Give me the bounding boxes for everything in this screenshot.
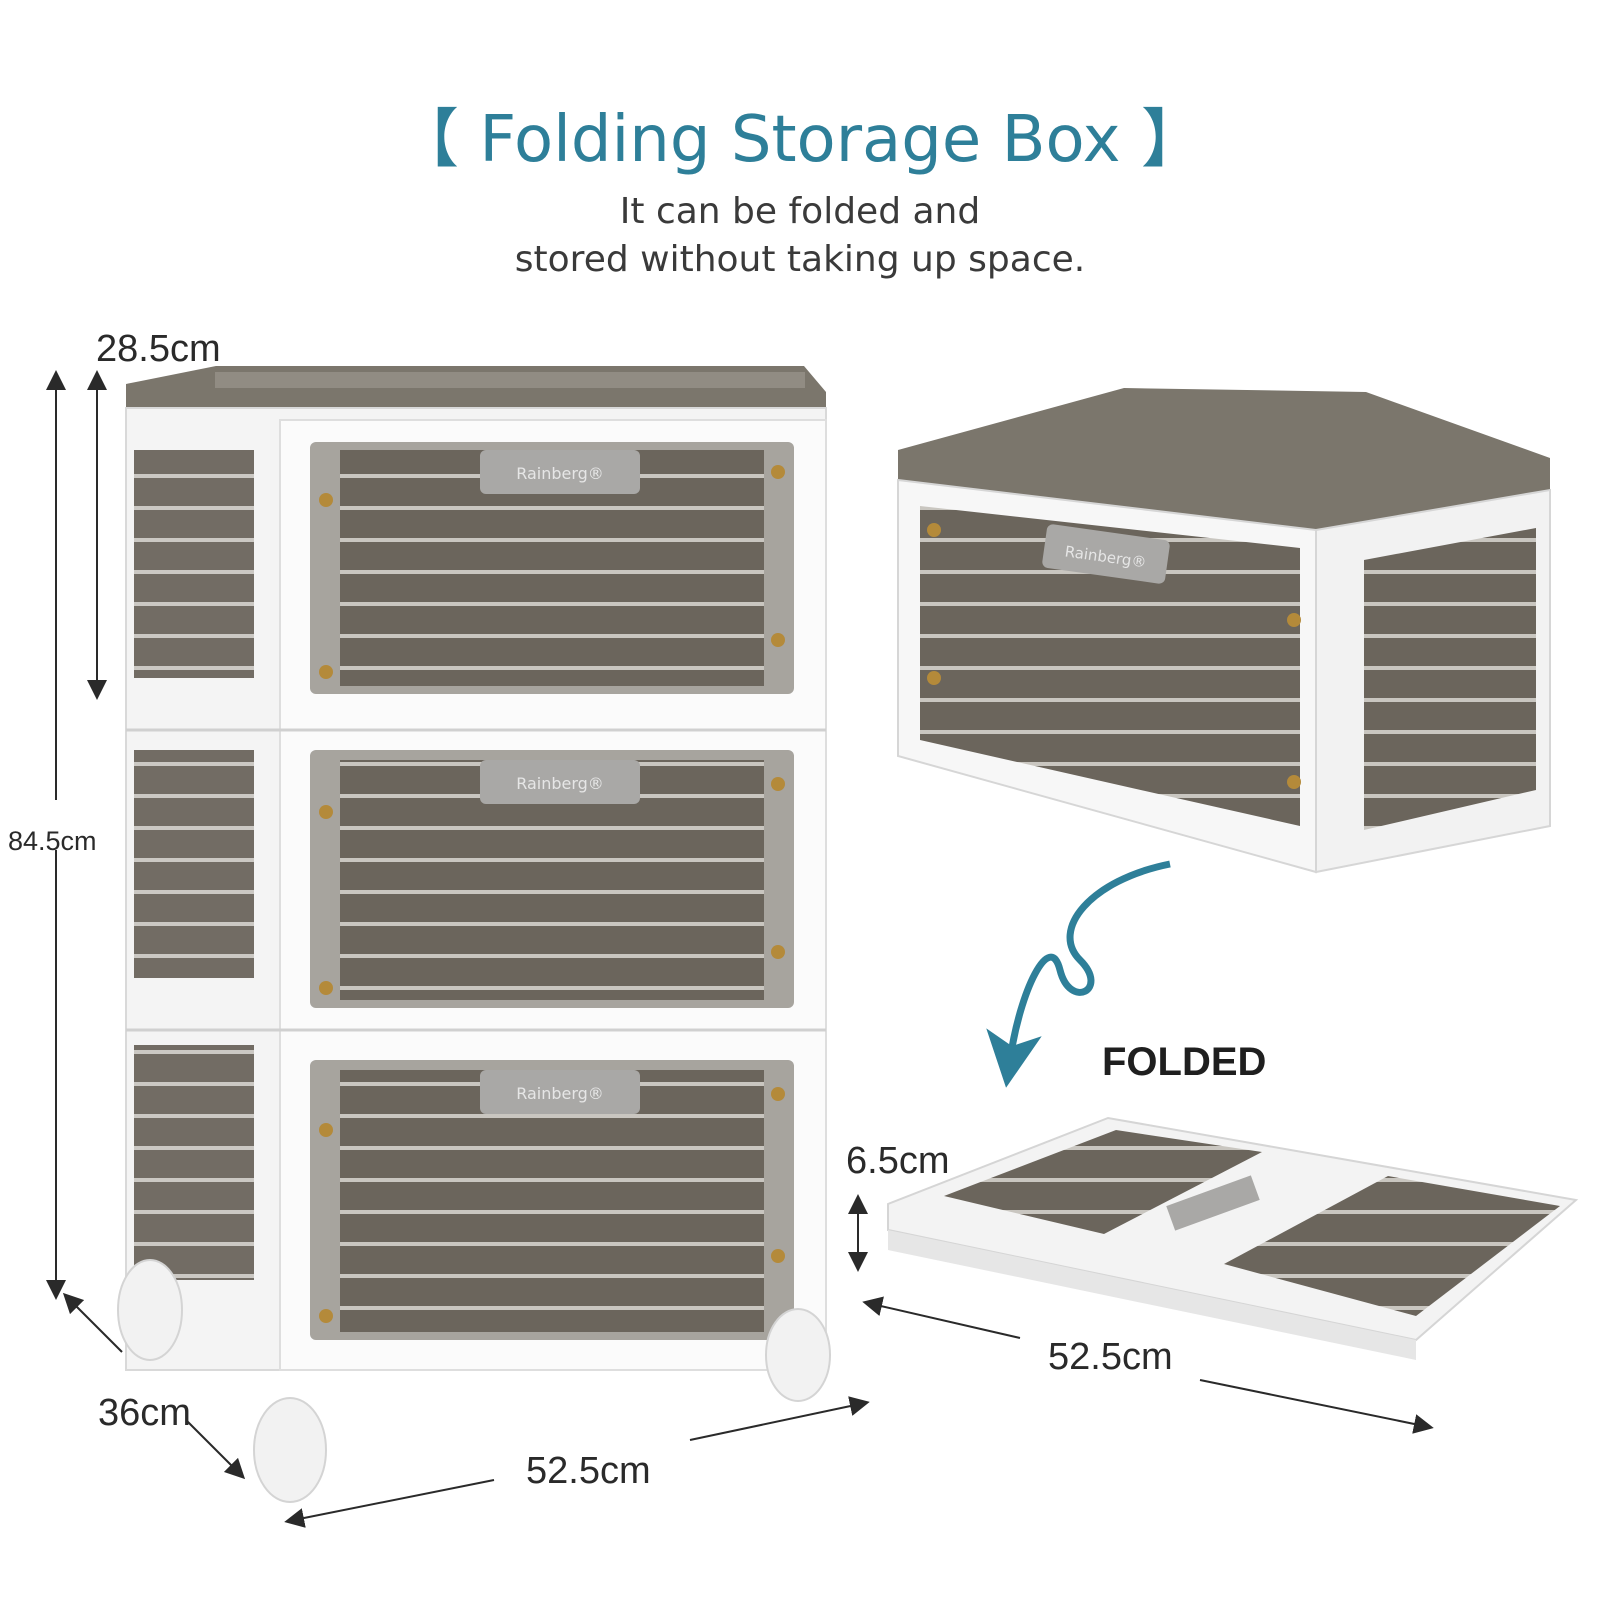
fold-arrow-icon [986,860,1171,1088]
dim-top-depth: 28.5cm [96,328,221,370]
single-box-lid [898,388,1550,530]
dim-folded-width: 52.5cm [1048,1336,1173,1378]
dimension-lines-folded [848,1194,1434,1434]
single-storage-box: Rainberg® [897,388,1551,874]
stacked-storage-tower: Rainberg® Rainberg® Rainberg® [117,366,831,1503]
dim-stack-height: 84.5cm [8,826,97,856]
page-title: 【 Folding Storage Box 】 [395,103,1205,177]
dim-stack-width: 52.5cm [526,1450,651,1492]
drawer-door-bottom: Rainberg® [310,1060,794,1340]
subtitle-line-2: stored without taking up space. [514,239,1086,280]
drawer-door-top: Rainberg® [310,442,794,694]
folded-label: FOLDED [1102,1040,1267,1084]
dimension-lines-stack [46,370,870,1528]
subtitle-line-1: It can be folded and [619,191,981,232]
caster-wheels [117,1259,831,1503]
brand-tag-middle: Rainberg® [516,774,604,793]
drawer-door-middle: Rainberg® [310,750,794,1008]
page-subtitle: It can be folded and stored without taki… [0,188,1600,284]
brand-tag-bottom: Rainberg® [516,1084,604,1103]
brand-tag-top: Rainberg® [516,464,604,483]
dim-stack-depth: 36cm [98,1392,191,1434]
folded-storage-box [887,1116,1579,1360]
dim-folded-height: 6.5cm [846,1140,950,1182]
